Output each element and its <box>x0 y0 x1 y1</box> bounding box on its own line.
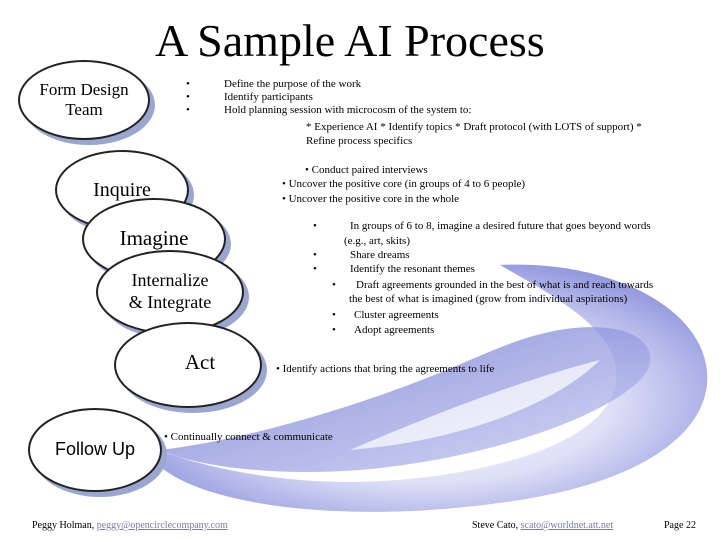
imagine-bullet: Share dreams <box>350 249 410 261</box>
bullet-marker: • <box>186 104 190 116</box>
footer-right: Steve Cato, scato@worldnet.att.net <box>472 520 613 531</box>
step-form-design-team: Form Design Team <box>18 60 150 140</box>
inquire-bullet: • Uncover the positive core (in groups o… <box>282 178 526 190</box>
step-internalize-integrate: Internalize & Integrate <box>96 250 244 334</box>
step-label: Follow Up <box>54 439 136 460</box>
integrate-bullet: Draft agreements grounded in the best of… <box>356 279 654 291</box>
footer-right-name: Steve Cato, <box>472 520 519 531</box>
followup-bullet-text: Continually connect & communicate <box>170 431 333 443</box>
design-bullet: Identify participants <box>224 91 313 103</box>
inquire-bullet: • Uncover the positive core in the whole <box>282 193 460 205</box>
footer-left-email-link[interactable]: peggy@opencirclecompany.com <box>96 520 228 531</box>
bullet-marker: • <box>186 91 190 103</box>
bullet-marker: • <box>313 263 317 275</box>
act-bullet: • Identify actions that bring the agreem… <box>276 363 495 375</box>
inquire-bullet-text: Uncover the positive core (in groups of … <box>288 178 526 190</box>
bullet-marker: • <box>313 249 317 261</box>
inquire-bullet-text: Uncover the positive core in the whole <box>288 193 460 205</box>
followup-bullet: • Continually connect & communicate <box>164 431 333 443</box>
imagine-bullet-cont: (e.g., art, skits) <box>344 235 410 247</box>
inquire-bullet: • Conduct paired interviews <box>305 164 428 176</box>
bullet-marker: • <box>186 78 190 90</box>
bullet-marker: • <box>332 279 336 291</box>
integrate-bullet: Adopt agreements <box>354 324 435 336</box>
act-bullet-text: Identify actions that bring the agreemen… <box>282 363 495 375</box>
imagine-bullet: Identify the resonant themes <box>350 263 475 275</box>
design-bullet: Hold planning session with microcosm of … <box>224 104 472 116</box>
design-sub-bullets-cont: Refine process specifics <box>306 135 413 147</box>
footer-left: Peggy Holman, peggy@opencirclecompany.co… <box>32 520 228 531</box>
step-label-line: Internalize <box>131 270 209 291</box>
bullet-marker: • <box>332 324 336 336</box>
footer-left-name: Peggy Holman, <box>32 520 95 531</box>
design-sub-bullets: * Experience AI * Identify topics * Draf… <box>306 121 642 133</box>
page-number: Page 22 <box>664 520 696 531</box>
integrate-bullet: Cluster agreements <box>354 309 439 321</box>
step-label: Act <box>184 350 216 374</box>
integrate-bullet-cont: the best of what is imagined (grow from … <box>349 293 628 305</box>
step-label: Inquire <box>93 179 151 201</box>
design-bullet: Define the purpose of the work <box>224 78 362 90</box>
step-label-line: & Integrate <box>128 292 212 312</box>
step-act: Act <box>114 322 262 408</box>
step-label-line: Form Design <box>39 79 129 99</box>
bullet-marker: • <box>332 309 336 321</box>
imagine-bullet: In groups of 6 to 8, imagine a desired f… <box>350 220 651 232</box>
step-follow-up: Follow Up <box>28 408 162 492</box>
inquire-bullet-text: Conduct paired interviews <box>311 164 428 176</box>
step-label-line: Team <box>65 100 103 119</box>
bullet-marker: • <box>313 220 317 232</box>
step-label: Imagine <box>119 226 189 251</box>
footer-right-email-link[interactable]: scato@worldnet.att.net <box>520 520 614 531</box>
page-title: A Sample AI Process <box>155 15 545 66</box>
